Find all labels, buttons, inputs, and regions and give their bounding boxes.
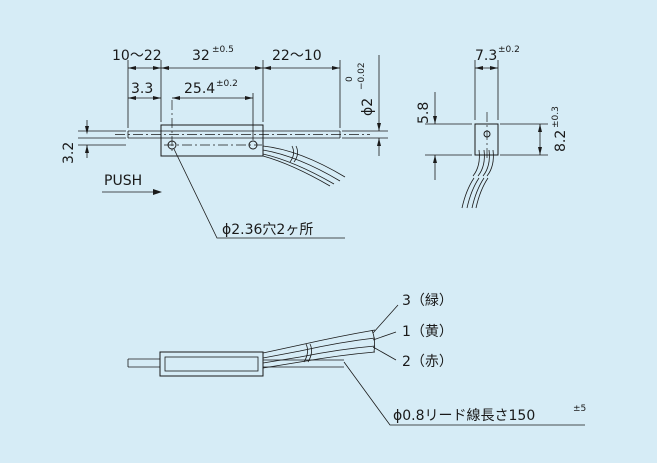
lead-note: ϕ0.8リード線長さ150 (393, 408, 535, 424)
arrow (153, 66, 161, 70)
arrow (377, 123, 381, 131)
arrow (128, 66, 136, 70)
dim-side-height-tol: ±0.3 (551, 106, 561, 128)
push-arrow-head (153, 189, 162, 195)
iso-body-inner (164, 356, 259, 372)
side-view: 7.3 ±0.2 5.8 8.2 ±0.3 (416, 45, 569, 209)
dim-offset: 3.3 (131, 81, 153, 97)
dim-body-length-tol: ±0.5 (212, 45, 234, 55)
arrow (538, 147, 542, 155)
arrow (245, 96, 253, 100)
arrow (85, 145, 89, 153)
wire-label-green: 3（緑） (402, 293, 453, 309)
dim-side-height: 8.2 (553, 130, 569, 152)
lead-note-tol: ±5 (573, 404, 586, 414)
dim-hole-pitch-tol: ±0.2 (216, 79, 238, 89)
dim-shaft-dia: ϕ2 (360, 98, 376, 116)
iso-wire-break-1 (303, 343, 308, 363)
dim-left-adjust: 10～22 (112, 48, 162, 64)
dim-side-center-height: 5.8 (416, 102, 432, 124)
arrow (332, 66, 340, 70)
arrow (85, 126, 89, 135)
sensor-body (160, 124, 264, 157)
side-wire-4 (486, 149, 494, 177)
side-wire-6 (466, 177, 480, 209)
side-body (474, 123, 499, 156)
dim-shaft-tol-lower: −0.02 (357, 62, 367, 90)
wire-label-red: 2（赤） (402, 354, 453, 370)
side-wire-5 (461, 177, 475, 209)
hole-leader (173, 148, 345, 239)
dim-right-adjust: 22～10 (272, 48, 322, 64)
wire-leader-3 (372, 304, 399, 334)
arrow (490, 66, 498, 70)
front-view: 10～22 32 ±0.5 22～10 3.3 25.4 ±0.2 3.2 ϕ2… (61, 45, 388, 239)
wire-label-yellow: 1（黄） (402, 323, 453, 340)
side-wire-8 (475, 177, 489, 209)
arrow (128, 96, 136, 100)
wire-edge-4 (262, 155, 331, 187)
dim-hole-pitch: 25.4 (184, 81, 215, 97)
arrow (255, 66, 263, 70)
arrow (172, 96, 180, 100)
iso-wire-2 (262, 337, 376, 359)
side-wire-3 (482, 149, 490, 177)
dim-rod-height: 3.2 (61, 142, 77, 164)
isometric-view: 3（緑） 1（黄） 2（赤） ϕ0.8リード線長さ150 ±5 (127, 293, 586, 426)
arrow (433, 116, 437, 124)
arrow (377, 138, 381, 146)
arrow (475, 66, 483, 70)
lead-leader (343, 361, 585, 426)
dim-side-width: 7.3 (475, 48, 497, 64)
iso-wire-1 (262, 329, 376, 354)
side-wire-7 (471, 177, 485, 209)
arrow (538, 124, 542, 132)
dim-body-length: 32 (192, 48, 210, 64)
dim-side-width-tol: ±0.2 (498, 45, 520, 55)
side-wire-1 (472, 149, 480, 177)
wire-leader-2 (372, 346, 397, 361)
wire-edge-1 (262, 145, 346, 178)
arrow (433, 155, 437, 163)
hole-note: ϕ2.36穴2ヶ所 (222, 222, 313, 238)
wire-break-1 (289, 145, 294, 163)
iso-wire-end (371, 329, 376, 353)
arrow (263, 66, 271, 70)
wire-edge-2 (262, 149, 341, 182)
iso-wire-4 (262, 351, 376, 369)
wire-break-2 (293, 145, 298, 163)
iso-body (159, 351, 264, 377)
wire-edge-3 (262, 153, 335, 185)
push-label: PUSH (104, 173, 142, 189)
dim-shaft-tol-upper: 0 (345, 76, 355, 82)
wire-leader-1 (372, 331, 397, 341)
side-wire-2 (477, 149, 485, 177)
iso-wire-break-2 (307, 343, 312, 363)
arrow (161, 66, 169, 70)
arrow (153, 96, 161, 100)
iso-wire-3 (262, 345, 376, 364)
